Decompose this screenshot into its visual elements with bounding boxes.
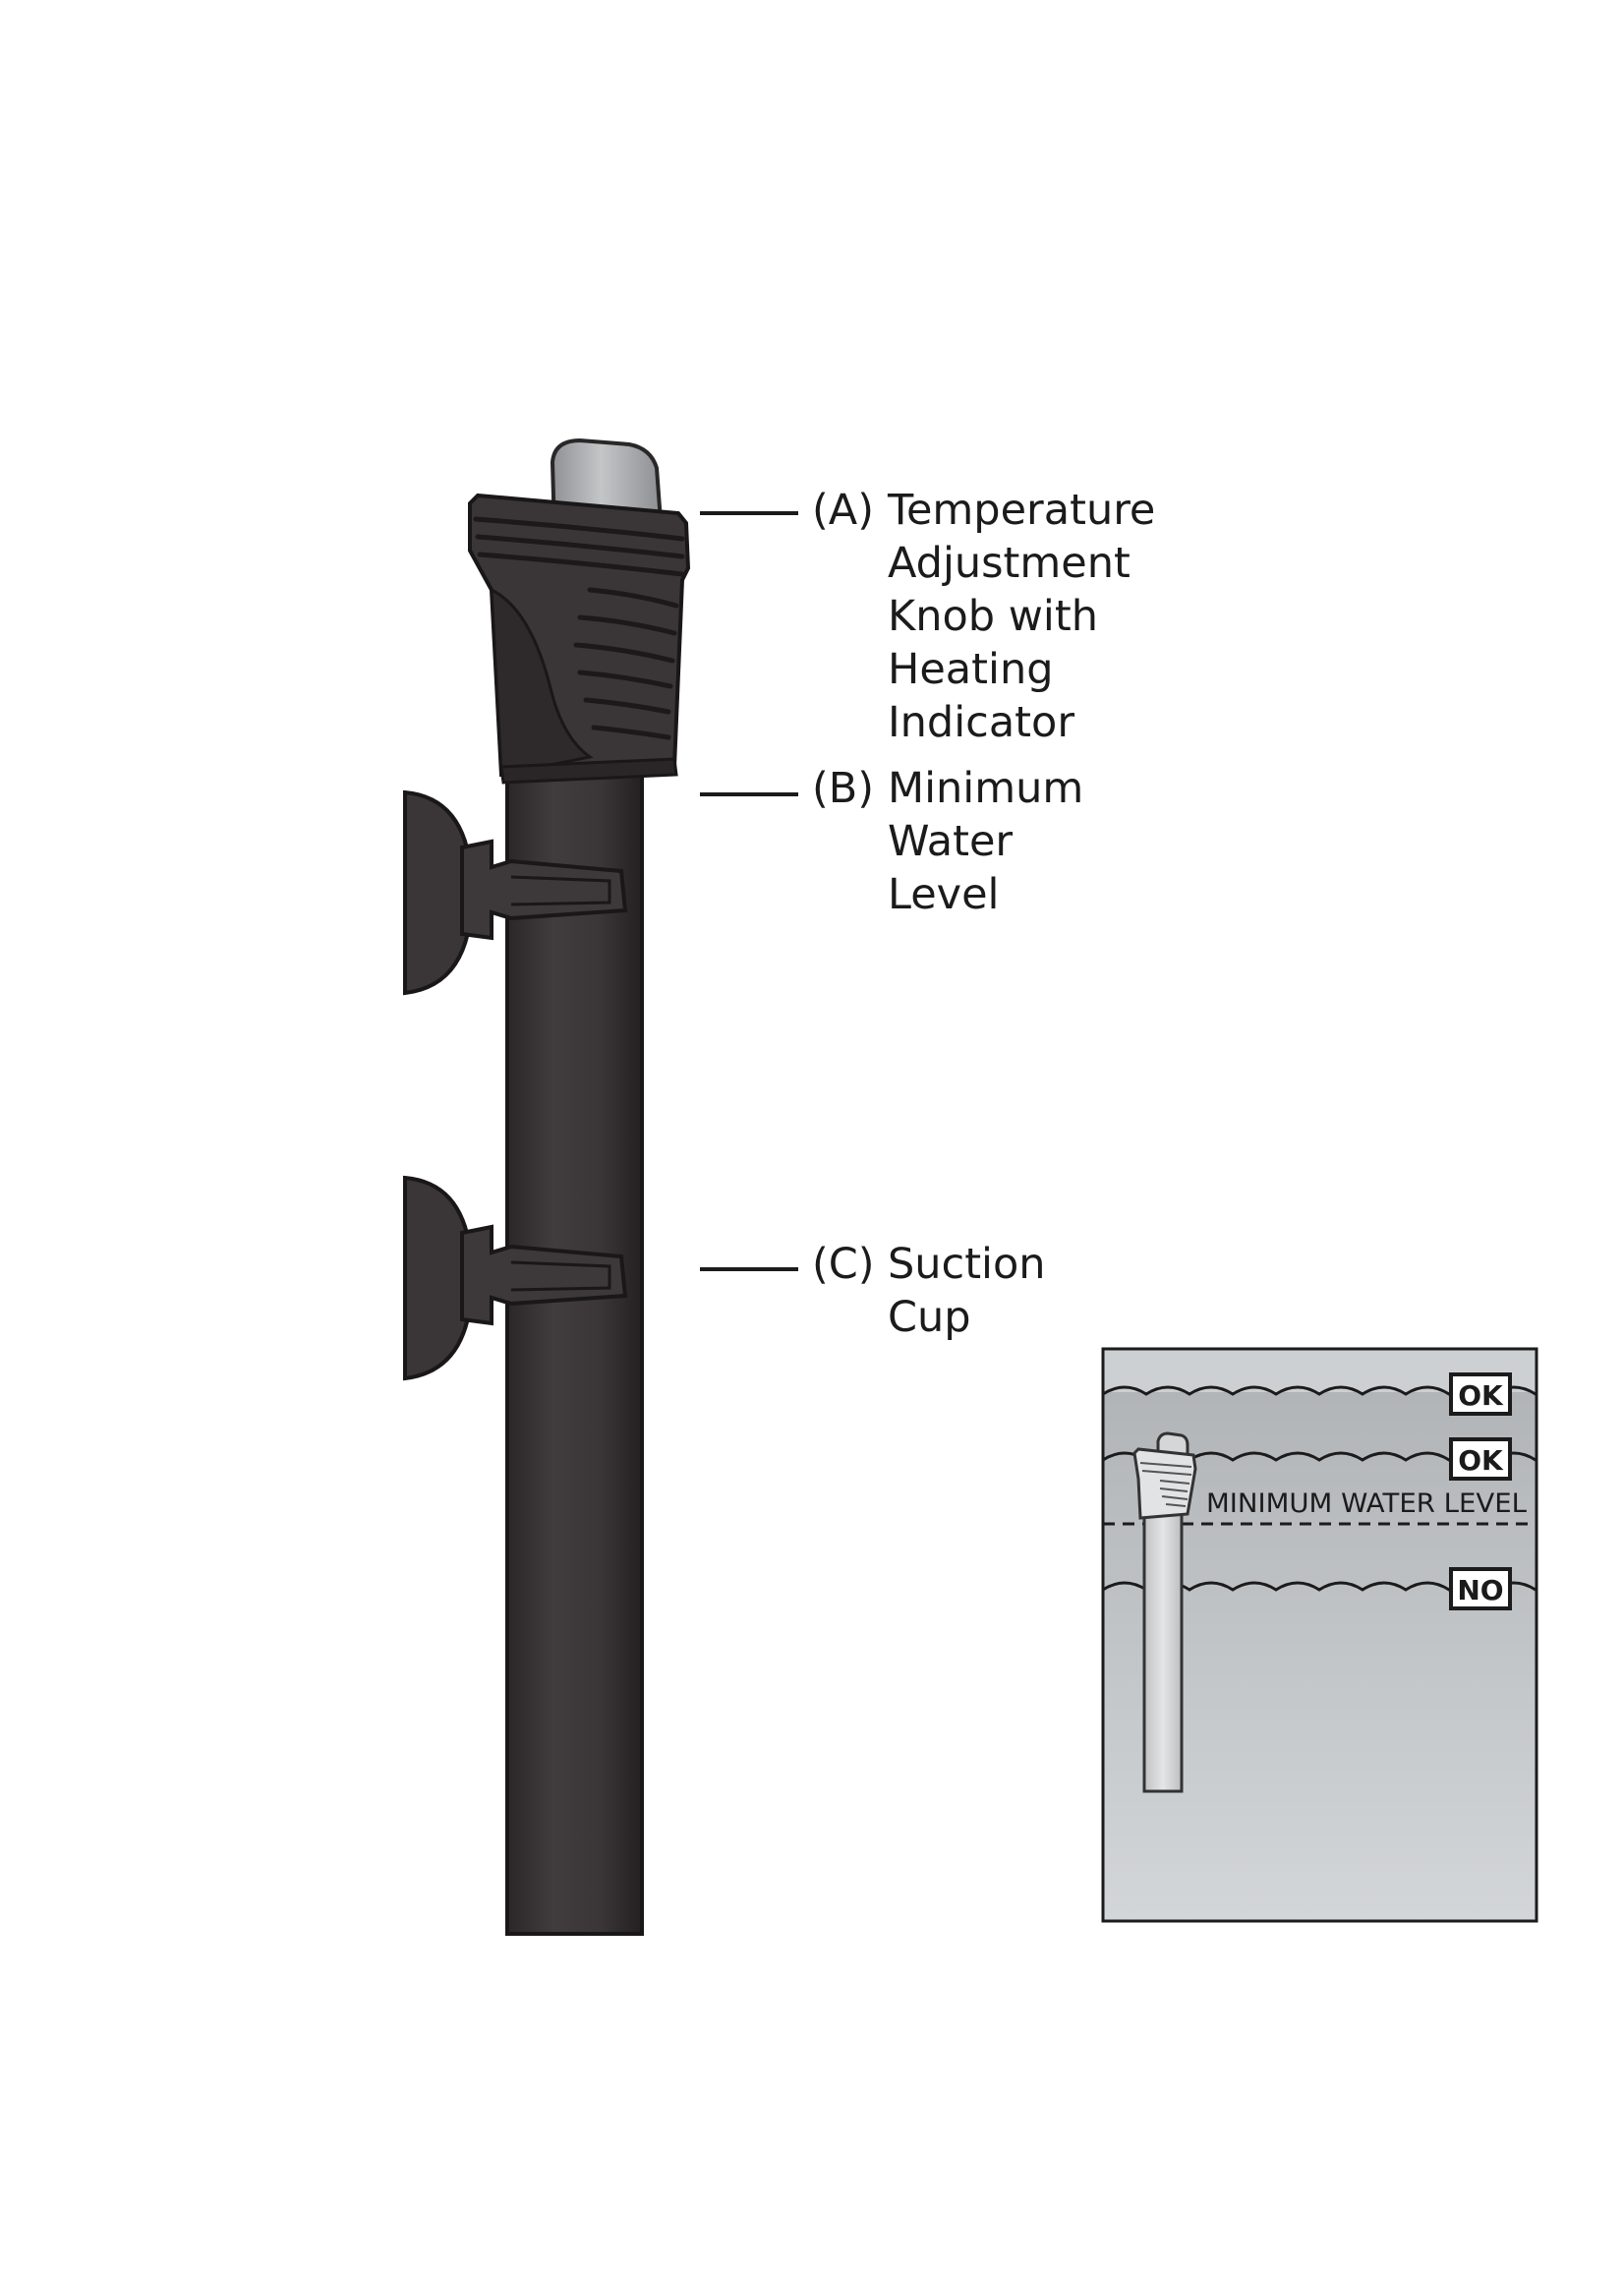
- heater-tube: [505, 765, 644, 1936]
- inset-frame: [1101, 1347, 1538, 1923]
- callout-b-letter: (B): [812, 764, 875, 813]
- water-level-inset: OK OK NO MINIMUM WATER LEVEL: [1101, 1347, 1538, 1923]
- knob-sweep: [490, 587, 594, 777]
- heater: [468, 437, 691, 1936]
- badge-ok-top-label: OK: [1458, 1379, 1504, 1412]
- badge-ok-middle: OK: [1449, 1437, 1512, 1481]
- badge-no: NO: [1449, 1567, 1512, 1610]
- suction-cup-upper: [403, 789, 628, 996]
- knob-ridges: [473, 516, 685, 740]
- badge-no-label: NO: [1457, 1574, 1503, 1606]
- callout-a-text: Temperature Adjustment Knob with Heating…: [888, 486, 1156, 747]
- mini-heater: [1132, 1431, 1197, 1793]
- callout-a-letter: (A): [812, 486, 874, 535]
- callout-b-text: Minimum Water Level: [888, 764, 1084, 919]
- minimum-water-level-label: MINIMUM WATER LEVEL: [1206, 1488, 1527, 1519]
- badge-ok-top: OK: [1449, 1372, 1512, 1416]
- badge-ok-middle-label: OK: [1458, 1444, 1504, 1477]
- suction-cup-lower: [403, 1175, 628, 1381]
- callout-c-text: Suction Cup: [888, 1240, 1046, 1342]
- callout-c-letter: (C): [812, 1240, 875, 1289]
